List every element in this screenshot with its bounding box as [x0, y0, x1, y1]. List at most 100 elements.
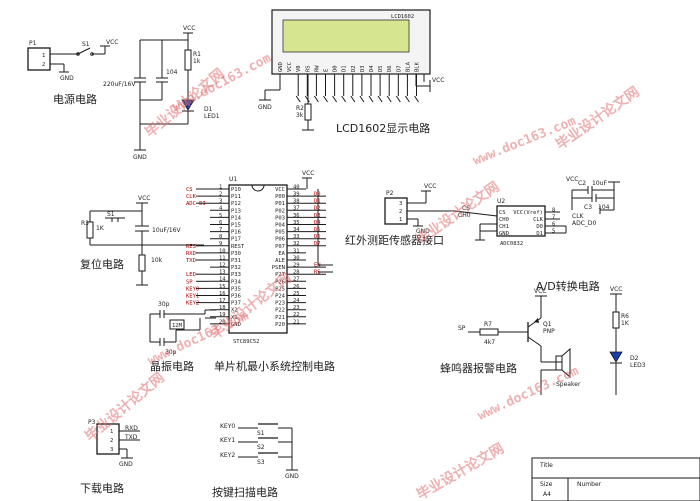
reset-r-value: 1K [96, 225, 105, 232]
mcu-net-label: CS [186, 187, 193, 193]
adc-pin-number: 6 [552, 221, 555, 227]
u2-label: U2 [497, 198, 505, 205]
gnd-label: GND [60, 75, 74, 82]
mcu-pin-number: 17 [219, 298, 226, 304]
adc-pin-name: D0 [536, 224, 543, 230]
mcu-pin-name: P37 [231, 301, 241, 307]
vcc-label: VCC [534, 288, 546, 295]
lcd-module-label: LCD1602 [391, 14, 414, 20]
p3-pin1: 1 [110, 429, 113, 435]
key2-label: KEY2 [220, 452, 235, 459]
mcu-pin-name: P25 [275, 286, 285, 292]
mcu-pin-number: 37 [293, 206, 300, 212]
adc-pin-name: CH0 [499, 217, 509, 223]
p1-pin1: 1 [42, 53, 45, 59]
mcu-pin-number: 13 [219, 270, 226, 276]
mcu-net-label: TXD [186, 258, 196, 264]
buzzer-title: 蜂鸣器报警电路 [440, 361, 517, 375]
title-block-title: Title [539, 462, 553, 469]
lcd-pin-label: BLA [405, 61, 411, 72]
mcu-pin-number: 3 [219, 199, 222, 205]
crystal-c1-label: 30p [158, 301, 170, 308]
lcd-net-stub [377, 95, 383, 103]
mcu-title: 单片机最小系统控制电路 [214, 359, 335, 373]
lcd-pin-label: D4 [369, 65, 375, 72]
adc-chip [496, 205, 546, 237]
mcu-pin-number: 23 [293, 305, 300, 311]
p2-label: P2 [386, 190, 394, 197]
mcu-pin-number: 18 [219, 305, 226, 311]
mcu-pin-name: P24 [275, 294, 286, 300]
lcd-pin-label: GND [278, 62, 284, 72]
mcu-circuit: U1 STC89C52 VCC P101CSP112CLKP123ADC_DIP… [186, 170, 335, 373]
adc-pin-name: VCC(Vref) [513, 210, 543, 216]
mcu-pin-name: P22 [275, 308, 285, 314]
p3-label: P3 [88, 419, 96, 426]
key1-label: KEY1 [220, 437, 235, 444]
mcu-chip-label: STC89C52 [233, 339, 260, 345]
q1-label: Q1 [543, 321, 552, 328]
mcu-pin-number: 1 [219, 184, 222, 190]
lcd-pin-label: D7 [396, 65, 402, 72]
title-block: Title Size A4 Number [531, 457, 700, 501]
vcc-label: VCC [610, 286, 622, 293]
adc-pin-name: CS [499, 210, 506, 216]
mcu-pin-name: P36 [231, 294, 241, 300]
r6-value: 1K [621, 320, 630, 327]
mcu-pin-number: 8 [219, 234, 222, 240]
mcu-pin-name: EA [278, 251, 285, 257]
vcc-label: VCC [183, 25, 195, 32]
rxd-label: RXD [125, 425, 138, 432]
q1-value: PNP [543, 328, 555, 335]
lcd-pin-label: BLK [415, 61, 421, 72]
mcu-pin-number: 19 [219, 312, 226, 318]
mcu-pin-number: 28 [293, 270, 300, 276]
mcu-pin-name: P17 [231, 237, 241, 243]
mcu-pin-name: P14 [231, 215, 242, 221]
mcu-pin-name: P03 [275, 215, 285, 221]
mcu-net-label: KEY2 [186, 301, 199, 307]
mcu-pin-number: 12 [219, 263, 226, 269]
lcd-pin-label: D3 [360, 65, 366, 72]
r1-label: R1 [193, 51, 201, 58]
p1-label: P1 [29, 40, 37, 47]
cap2-label: 104 [166, 69, 178, 76]
mcu-net-label: D3 [314, 213, 321, 219]
mcu-net-label: D5 [314, 227, 321, 233]
lcd-pin-label: D1 [342, 65, 348, 72]
p1-pin2: 2 [42, 62, 45, 68]
txd-label: TXD [124, 434, 138, 441]
mcu-pin-name: PSEN [272, 265, 285, 271]
reset-cap-label: 10uF/16V [152, 227, 182, 234]
lcd-net-stub [368, 95, 374, 103]
mcu-net-label: RXD [186, 251, 196, 257]
lcd-net-stub [332, 95, 338, 103]
gnd-label: GND [133, 154, 147, 161]
mcu-pin-number: 16 [219, 291, 226, 297]
ir-interface-circuit: P2 3 2 1 VCC GND CH0 红外测距传感器接口 [345, 183, 471, 247]
key-s2-label: S2 [257, 444, 265, 451]
mcu-pin-name: P13 [231, 208, 241, 214]
mcu-pin-name: P12 [231, 201, 241, 207]
lcd-pin-label: D2 [351, 65, 357, 72]
mcu-pin-name: P02 [275, 208, 285, 214]
mcu-pin-number: 30 [293, 255, 300, 261]
mcu-pin-number: 35 [293, 220, 300, 226]
mcu-pin-name: P27 [275, 272, 285, 278]
mcu-net-label: D0 [314, 192, 321, 198]
mcu-pin-number: 7 [219, 227, 222, 233]
vcc-label: VCC [432, 77, 444, 84]
mcu-pin-name: P07 [275, 244, 285, 250]
mcu-net-label: CLK [186, 194, 197, 200]
lcd-pin-label: RW [314, 65, 320, 72]
mcu-pin-number: 29 [293, 263, 300, 269]
crystal-label: 12M [172, 323, 183, 329]
mcu-net-label: KEY0 [186, 286, 199, 292]
mcu-pin-number: 33 [293, 234, 300, 240]
mcu-pin-name: P32 [231, 265, 241, 271]
key-s3-label: S3 [257, 459, 265, 466]
mcu-pin-name: P11 [231, 194, 241, 200]
